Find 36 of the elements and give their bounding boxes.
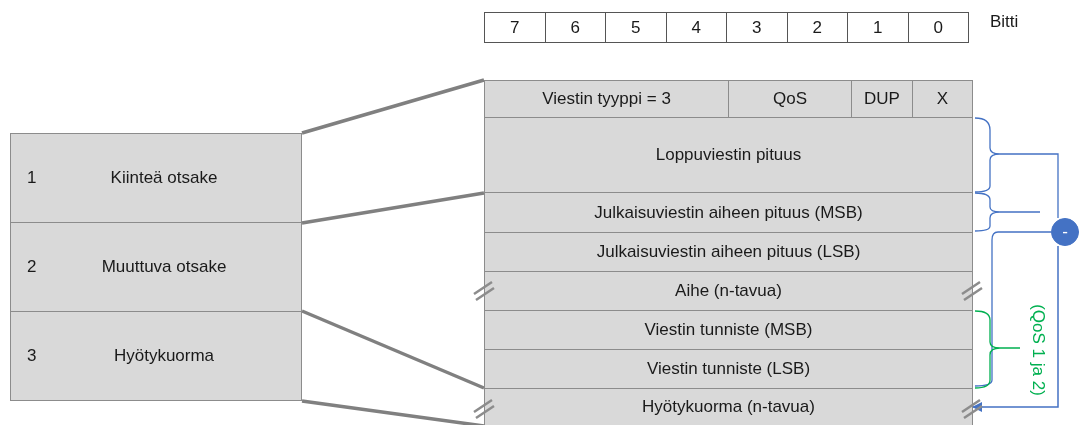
connector-line (301, 191, 485, 225)
section-box (10, 311, 302, 401)
bit-cell: 3 (726, 12, 788, 43)
bit-cell: 1 (847, 12, 909, 43)
field-box: Julkaisuviestin aiheen pituus (LSB) (484, 232, 973, 272)
field-box: QoS (728, 80, 852, 118)
section-number: 1 (27, 168, 38, 188)
section-number: 2 (27, 257, 38, 277)
bit-cell: 4 (665, 12, 727, 43)
connector-line (301, 399, 485, 425)
field-box: Viestin tunniste (LSB) (484, 349, 973, 389)
connector-line (301, 78, 485, 135)
field-box: Hyötykuorma (n-tavua) (484, 388, 973, 425)
section-box (10, 133, 302, 223)
field-box: Aihe (n-tavua) (484, 271, 973, 311)
bit-cell: 0 (907, 12, 969, 43)
field-box: Julkaisuviestin aiheen pituus (MSB) (484, 192, 973, 233)
field-box: Viestin tyyppi = 3 (484, 80, 729, 118)
section-title: Muuttuva otsake (100, 257, 228, 277)
bit-cell: 2 (786, 12, 848, 43)
bracket-label: (QoS 1 ja 2) (1028, 303, 1048, 398)
field-box: Loppuviestin pituus (484, 117, 973, 193)
bit-cell: 5 (605, 12, 667, 43)
axis-label: Bitti (990, 12, 1019, 32)
bit-cell: 7 (484, 12, 546, 43)
section-title: Hyötykuorma (112, 346, 216, 366)
field-box: X (912, 80, 973, 118)
connector-line (301, 309, 485, 390)
bit-cell: 6 (544, 12, 606, 43)
section-box (10, 222, 302, 312)
section-number: 3 (27, 346, 38, 366)
field-box: DUP (851, 80, 913, 118)
circle-node: - (1051, 218, 1079, 246)
field-box: Viestin tunniste (MSB) (484, 310, 973, 350)
section-title: Kiinteä otsake (109, 168, 219, 188)
arrow (972, 245, 1059, 412)
